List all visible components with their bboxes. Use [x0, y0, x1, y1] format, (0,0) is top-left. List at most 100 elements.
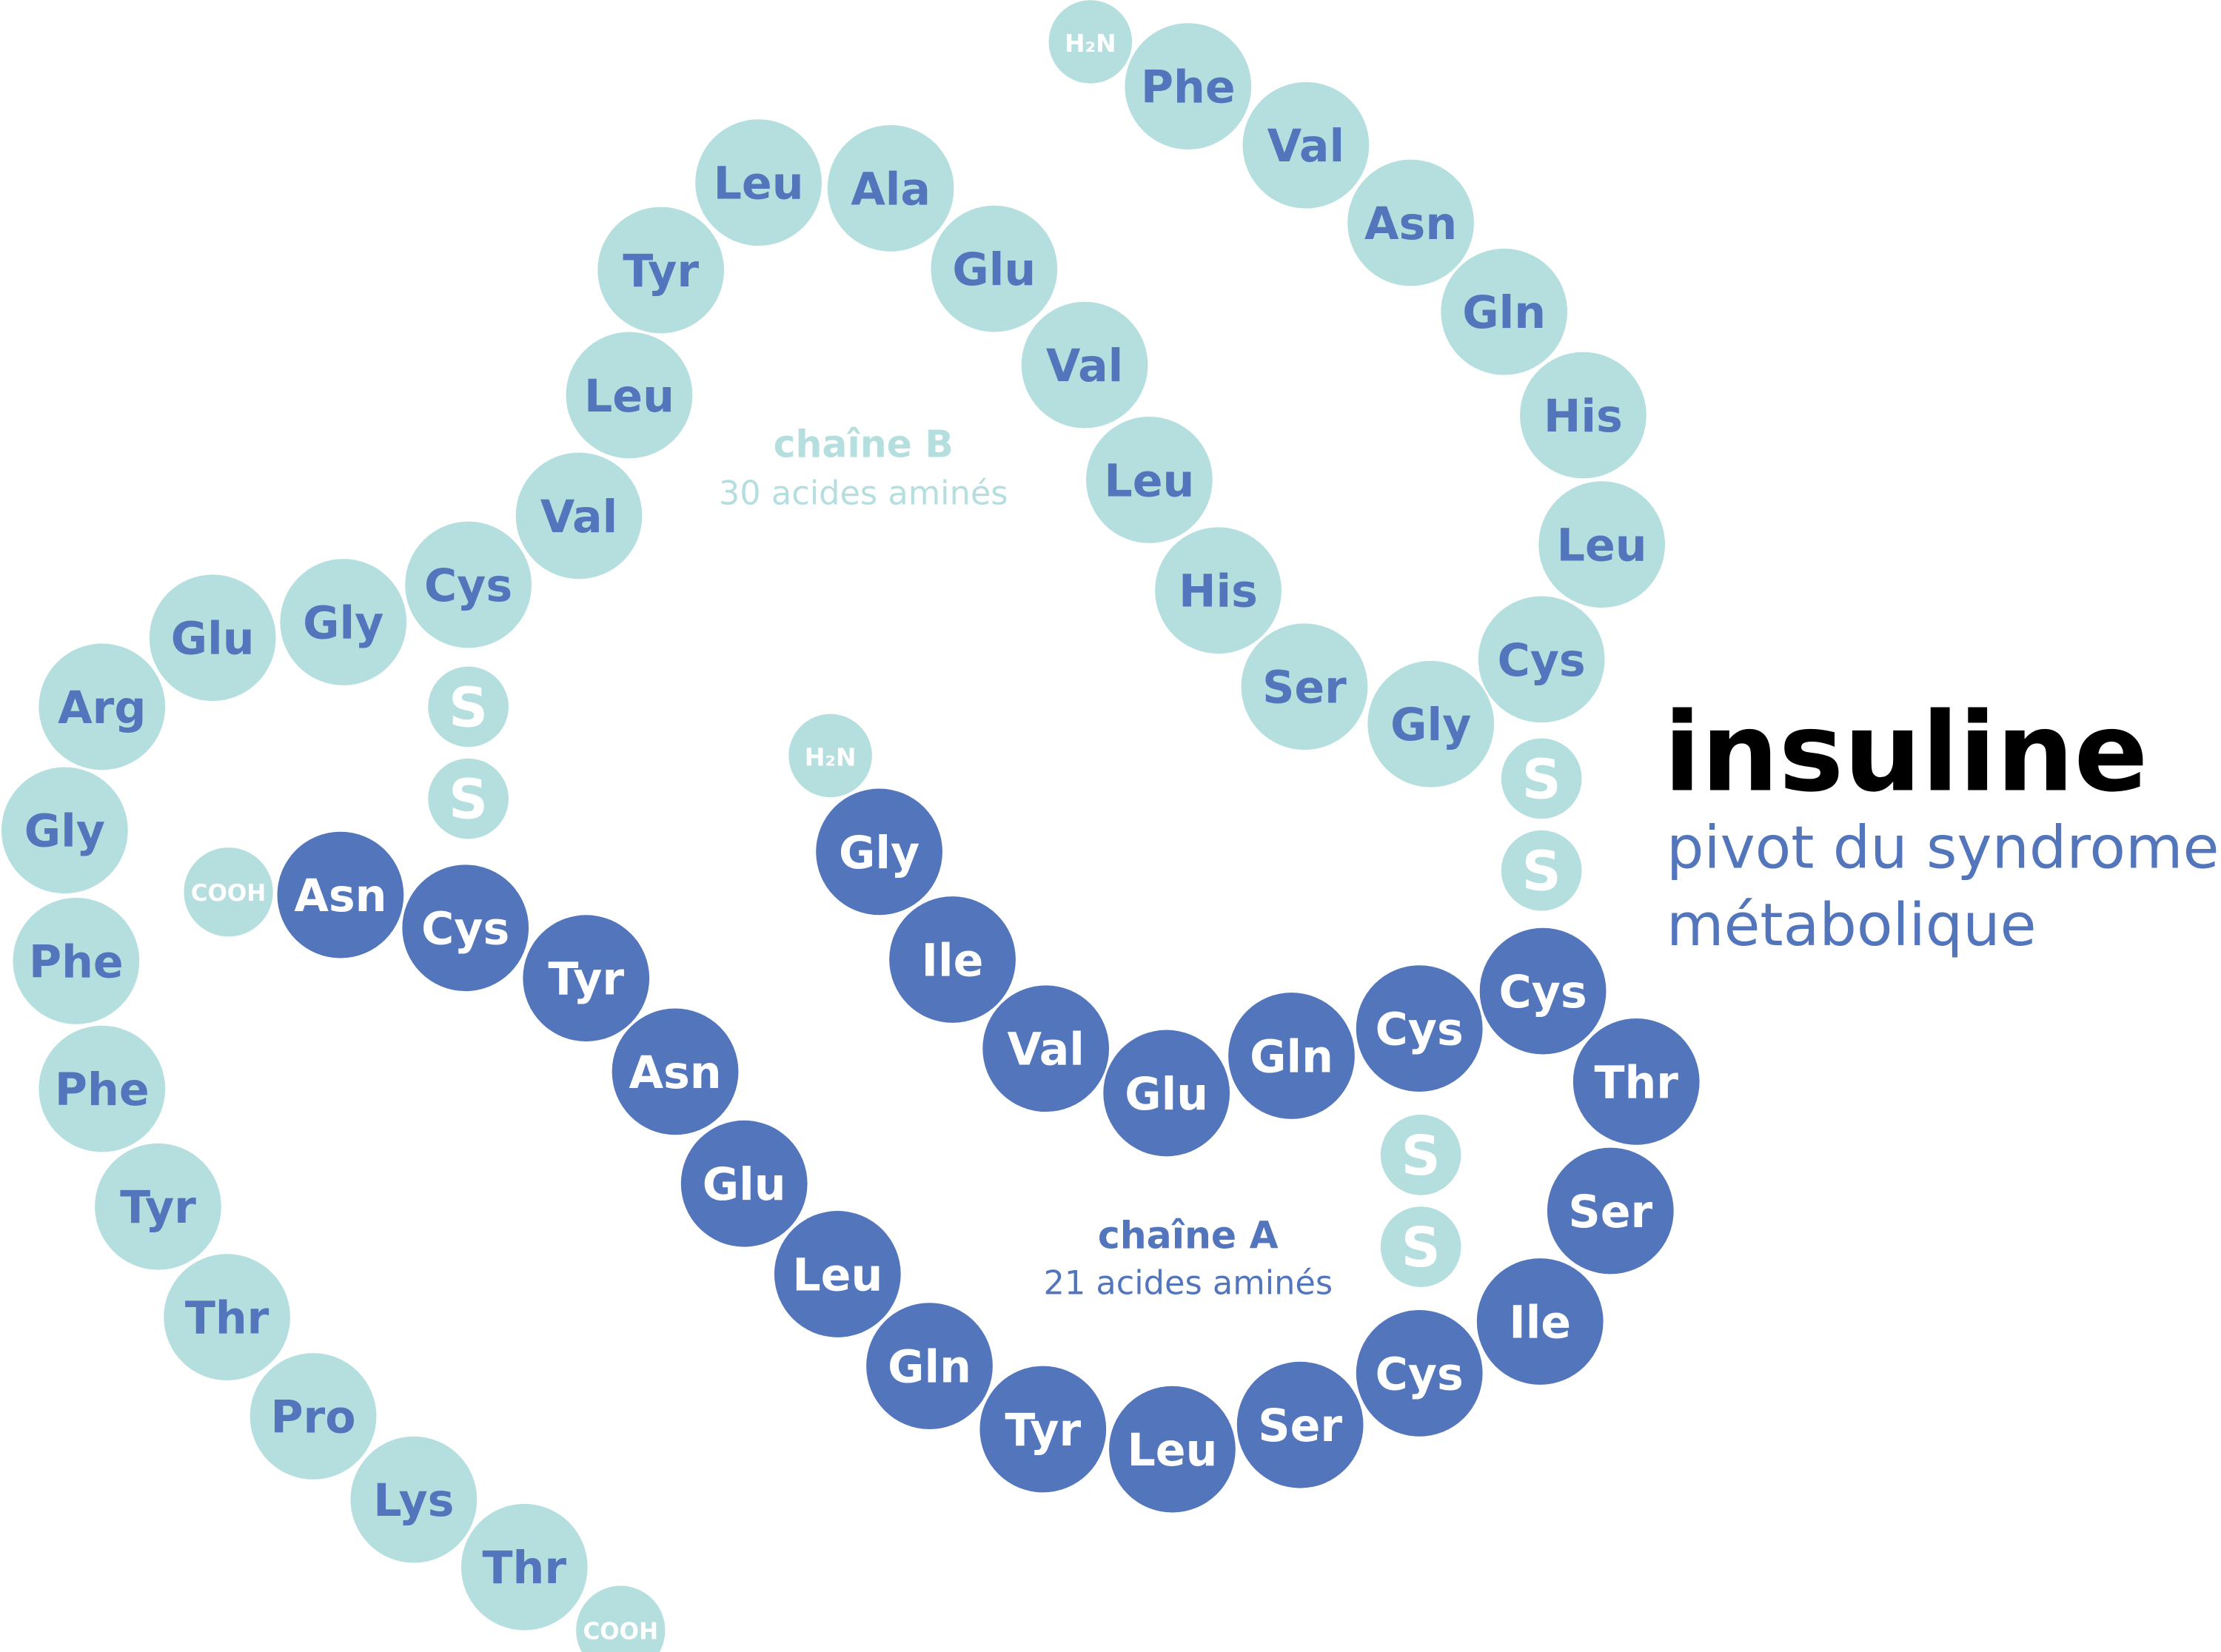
chain-b-residue-circle [1367, 660, 1495, 788]
chain-a-residue-circle [277, 831, 404, 958]
chain-b-residue-label: Cys [1498, 635, 1586, 687]
chain-a-c-terminus: COOH [184, 847, 273, 937]
chain-a-residue: Glu [680, 1120, 808, 1247]
disulfide-sulfur: S [1380, 1206, 1461, 1287]
chain-b-residue-label: Pro [270, 1391, 355, 1443]
disulfide-sulfur: S [1380, 1115, 1461, 1195]
chain-a-residue-circle [816, 788, 942, 916]
chain-b-residue: Tyr [597, 206, 725, 334]
chain-a-residue-label: Gly [839, 827, 919, 879]
chain-b-residue: His [1520, 352, 1647, 479]
chain-a-residue-circle [866, 1303, 993, 1430]
page-title: insuline [1664, 688, 2148, 816]
chain-b-residue-circle [1478, 596, 1605, 723]
chain-a-residue-label: Thr [1594, 1057, 1678, 1109]
chain-b-residue-circle [1021, 301, 1148, 429]
chain-a-residue-circle [979, 1366, 1107, 1493]
chain-a-residue-circle [1236, 1361, 1364, 1488]
disulfide-sulfur: S [1501, 738, 1582, 819]
chain-b-residue: Leu [1538, 481, 1666, 608]
chain-b-residue: Leu [1086, 416, 1213, 543]
chain-a-residue-label: Ser [1258, 1400, 1342, 1452]
chain-b-residue-label: Phe [55, 1064, 150, 1116]
chain-b-residue-label: Leu [584, 371, 674, 423]
chain-a-residue: Leu [774, 1211, 901, 1337]
disulfide-sulfur-circle [1501, 830, 1582, 911]
chain-a-residue-label: Asn [629, 1047, 721, 1099]
chain-b-residue-label: Phe [29, 936, 124, 988]
chain-a-residue-circle [1476, 1258, 1604, 1385]
disulfide-sulfur-label: S [1522, 841, 1561, 904]
chain-b-residue-label: Glu [171, 614, 255, 665]
chain-b-residue-circle [350, 1436, 478, 1563]
chain-a-residue-label: Tyr [1005, 1405, 1081, 1457]
chain-a-residue-label: Glu [703, 1159, 786, 1211]
chain-b-residue-label: Gly [303, 597, 383, 649]
chain-b-n-terminus-label: H₂N [1065, 29, 1116, 58]
disulfide-sulfur-label: S [1522, 748, 1561, 811]
chain-b-residue: Glu [931, 205, 1058, 332]
chain-b-residue-label: His [1179, 566, 1258, 618]
disulfide-sulfur-label: S [1401, 1125, 1441, 1188]
chain-a-residue: Tyr [523, 915, 650, 1042]
chain-a-residue-label: Ser [1568, 1186, 1652, 1238]
chain-a-count: 21 acides aminés [1043, 1264, 1333, 1303]
chain-b-residue-circle [164, 1254, 290, 1381]
chain-a-n-terminus-circle [788, 713, 872, 798]
chain-a-residue-circle [1479, 927, 1607, 1055]
disulfide-sulfur: S [428, 666, 509, 748]
chain-b-residue-label: Asn [1364, 198, 1457, 250]
chain-b-residue-circle [38, 1025, 166, 1152]
chain-b-residue-circle [695, 119, 822, 246]
chain-b-residue-label: Tyr [120, 1182, 196, 1234]
chain-b-residue-label: Leu [714, 158, 804, 210]
chain-a-residue-circle [1103, 1030, 1230, 1157]
chain-b-residue: Pro [249, 1353, 377, 1480]
chain-b-residue-circle [1242, 81, 1370, 209]
chain-b-residue-circle [1241, 623, 1368, 751]
chain-b-residue-label: Gly [1390, 699, 1471, 751]
chain-a-residue-label: Tyr [548, 954, 624, 1006]
chain-b-residue: Gly [1367, 660, 1495, 788]
disulfide-sulfur-circle [1380, 1206, 1461, 1287]
chain-a-residue-label: Cys [421, 904, 509, 956]
chain-b-residue: Phe [38, 1025, 166, 1152]
chain-b-residue: Cys [1478, 596, 1605, 723]
chain-a-residue: Ile [889, 896, 1016, 1023]
chain-b-residue: Lys [350, 1436, 478, 1563]
chain-a-residue-label: Cys [1376, 1004, 1464, 1056]
chain-a-residue: Ser [1236, 1361, 1364, 1488]
chain-a-residue: Leu [1109, 1386, 1236, 1513]
subtitle-line-2: métabolique [1666, 890, 2037, 959]
disulfide-sulfur-circle [428, 758, 509, 839]
chain-a-residue-circle [612, 1008, 739, 1135]
chain-a-residue-label: Asn [294, 870, 386, 922]
chain-a-label: chaîne A [1098, 1214, 1279, 1258]
chain-b-residue-circle [280, 559, 407, 685]
chain-b-residue-label: Ala [851, 164, 931, 215]
chain-a-residue-label: Ile [922, 935, 984, 987]
chain-b-residue-circle [460, 1503, 588, 1631]
chain-a-residue: Cys [1479, 927, 1607, 1055]
chain-a-n-terminus: H₂N [788, 713, 872, 798]
chain-b-residue-label: Val [1046, 340, 1123, 392]
chain-b-residue: Thr [460, 1503, 588, 1631]
chain-b-residue: Phe [13, 898, 140, 1024]
chain-a-n-terminus-label: H₂N [805, 742, 857, 771]
chain-a-residue-circle [1356, 965, 1483, 1092]
chain-a-residue: Thr [1572, 1018, 1700, 1145]
chain-b-residue-circle [515, 452, 643, 580]
chain-b-residue-label: Tyr [623, 246, 699, 298]
chain-b-residue: Gln [1441, 248, 1568, 375]
chain-b-residue: Thr [164, 1254, 290, 1381]
disulfide-sulfur-circle [428, 666, 509, 748]
chain-b-residue-label: Gly [24, 806, 105, 858]
chain-b-n-terminus-circle [1048, 0, 1133, 84]
chain-a-residue: Ser [1547, 1147, 1674, 1275]
chain-a-residue: Ile [1476, 1258, 1604, 1385]
chain-b-residue: Cys [405, 521, 532, 648]
chain-a-residue-label: Gln [1250, 1031, 1333, 1083]
chain-a-residue-label: Cys [1376, 1349, 1464, 1400]
chain-a-residue: Gln [866, 1303, 993, 1430]
disulfide-sulfur-label: S [1401, 1217, 1441, 1280]
